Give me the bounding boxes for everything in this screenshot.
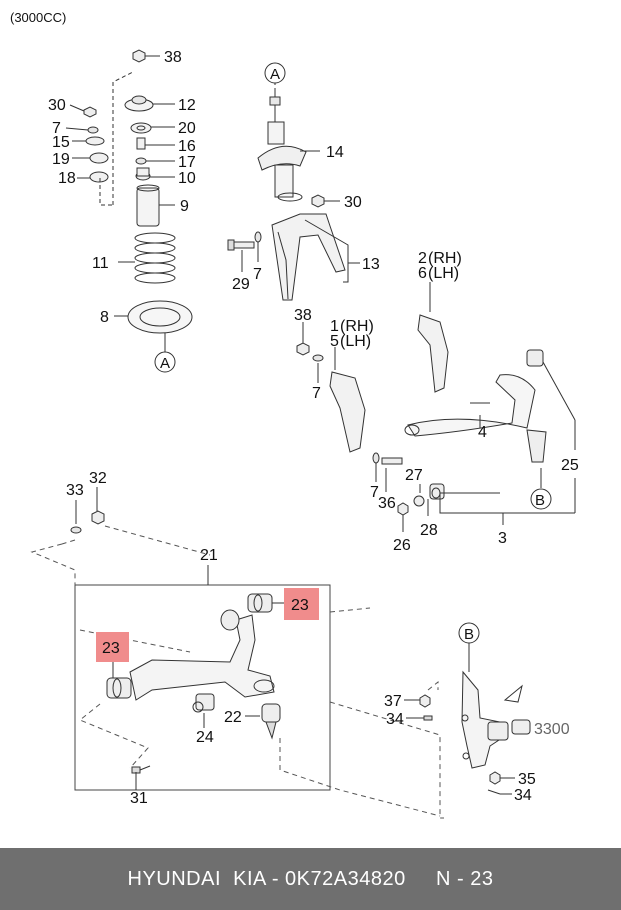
coil-spring-icon: [134, 232, 176, 284]
highlight-23-lower: [96, 632, 129, 662]
callout-7-low: 7: [370, 484, 379, 501]
callout-30-left: 30: [48, 97, 66, 114]
callout-18: 18: [58, 170, 76, 187]
ref-B-right: B: [535, 492, 545, 509]
ref-B-knuckle: B: [464, 626, 474, 643]
callout-35: 35: [518, 771, 536, 788]
callout-5-side: (LH): [340, 333, 371, 350]
callout-34-lower: 34: [514, 787, 532, 804]
callout-3: 3: [498, 530, 507, 547]
part-number-footer: HYUNDAI KIA - 0K72A34820 N - 23: [0, 848, 621, 910]
callout-2-side: (RH): [428, 250, 462, 267]
callout-9: 9: [180, 198, 189, 215]
callout-31: 31: [130, 790, 148, 807]
callout-1-side: (RH): [340, 318, 374, 335]
highlight-23-upper: [284, 588, 319, 620]
callout-27: 27: [405, 467, 423, 484]
callout-32: 32: [89, 470, 107, 487]
nut-38-icon: [132, 49, 146, 63]
callout-16: 16: [178, 138, 196, 155]
callout-22: 22: [224, 709, 242, 726]
stopper-icon: [135, 167, 151, 181]
steering-knuckle-icon: [461, 670, 531, 769]
callout-20: 20: [178, 120, 196, 137]
ref-A-top: A: [270, 66, 280, 83]
callout-34-upper: 34: [386, 711, 404, 728]
callout-6: 6: [418, 265, 427, 282]
bushing-24-icon: [192, 693, 215, 713]
callout-21: 21: [200, 547, 218, 564]
callout-36: 36: [378, 495, 396, 512]
callout-11: 11: [92, 255, 109, 272]
callout-25: 25: [561, 457, 579, 474]
spacer-icon: [136, 137, 146, 150]
callout-23-upper: 23: [291, 597, 309, 614]
upper-arm-icon: [404, 349, 547, 463]
ref-A-bottom: A: [160, 355, 170, 372]
callout-10: 10: [178, 170, 196, 187]
washer-17-icon: [135, 157, 147, 165]
variant-label: (3000CC): [10, 10, 66, 25]
bracket-rh-1-icon: [329, 371, 366, 453]
callout-7-top: 7: [253, 266, 262, 283]
callout-17: 17: [178, 154, 196, 171]
lower-arm-icon: [106, 593, 275, 701]
callout-5: 5: [330, 333, 339, 350]
strut-fork-icon: [271, 213, 346, 301]
shock-absorber-icon: [257, 88, 307, 202]
callout-6-side: (LH): [428, 265, 459, 282]
callout-38: 38: [164, 49, 182, 66]
callout-13: 13: [362, 256, 380, 273]
callout-24: 24: [196, 729, 214, 746]
dust-boot-icon: [136, 184, 160, 227]
strut-mount-icon: [124, 95, 154, 112]
bracket-rh-2-icon: [417, 314, 449, 393]
callout-26: 26: [393, 537, 411, 554]
bump-washer-icon: [130, 122, 152, 134]
callout-38-right: 38: [294, 307, 312, 324]
callout-8: 8: [100, 309, 109, 326]
callout-30-right: 30: [344, 194, 362, 211]
callout-2: 2: [418, 250, 427, 267]
callout-15: 15: [52, 134, 70, 151]
callout-29: 29: [232, 276, 250, 293]
callout-28: 28: [420, 522, 438, 539]
callout-7-mid: 7: [312, 385, 321, 402]
callout-14: 14: [326, 144, 344, 161]
callout-12: 12: [178, 97, 196, 114]
callout-7-left: 7: [52, 120, 61, 137]
bolt-29-icon: [227, 239, 255, 251]
ball-joint-icon: [261, 703, 281, 740]
callout-3300: 3300: [534, 721, 570, 738]
callout-33: 33: [66, 482, 84, 499]
spring-seat-icon: [127, 300, 193, 334]
callout-23-lower: 23: [102, 640, 120, 657]
callout-1: 1: [330, 318, 339, 335]
callout-37: 37: [384, 693, 402, 710]
callout-19: 19: [52, 151, 70, 168]
parts-diagram: (3000CC) 38 12 30 7 20 15 16 19 17 18 10…: [10, 10, 579, 819]
callout-4: 4: [478, 424, 487, 441]
footer-text: HYUNDAI KIA - 0K72A34820 N - 23: [127, 867, 494, 890]
